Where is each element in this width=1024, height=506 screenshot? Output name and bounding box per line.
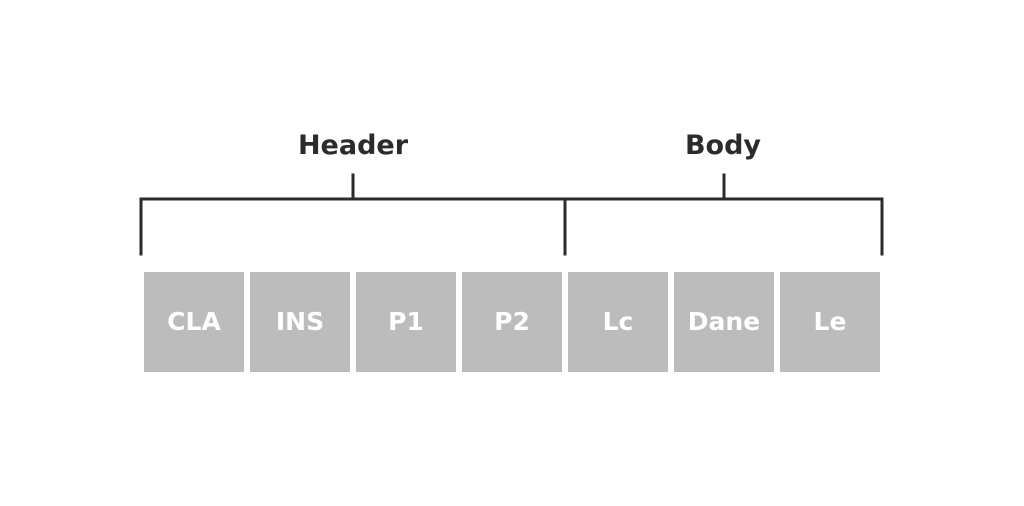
header-group-label: Header bbox=[297, 130, 409, 161]
field-dane: Dane bbox=[674, 272, 774, 372]
field-p1: P1 bbox=[356, 272, 456, 372]
field-lc: Lc bbox=[568, 272, 668, 372]
field-cla: CLA bbox=[144, 272, 244, 372]
body-group-label: Body bbox=[684, 130, 762, 161]
field-le: Le bbox=[780, 272, 880, 372]
field-p2: P2 bbox=[462, 272, 562, 372]
field-ins: INS bbox=[250, 272, 350, 372]
header-bracket bbox=[139, 197, 567, 256]
body-bracket bbox=[563, 197, 884, 256]
